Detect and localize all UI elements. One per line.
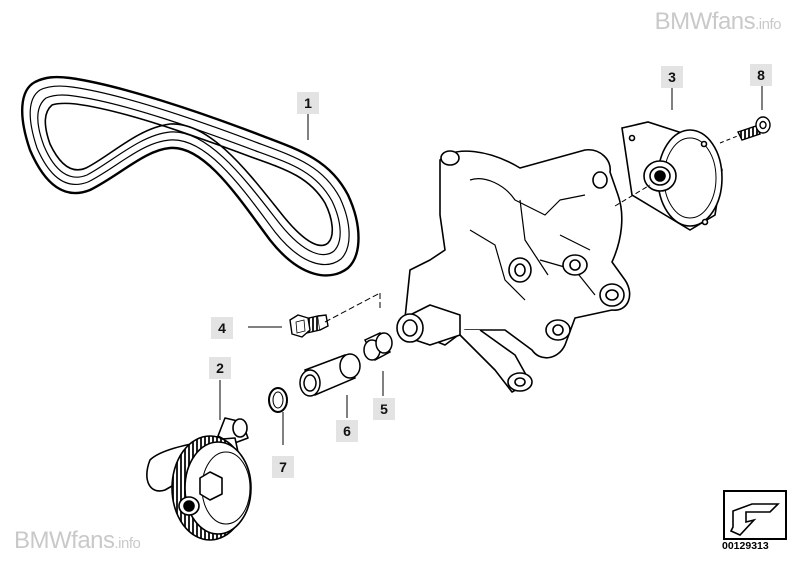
diagram-number: 00129313 — [722, 540, 769, 552]
watermark-top: BMWfans.info — [654, 8, 782, 35]
drive-belt — [21, 75, 360, 277]
idler-pulley — [621, 121, 723, 231]
bolt-8 — [737, 116, 771, 141]
callout-4: 4 — [211, 317, 233, 339]
callout-7: 7 — [272, 456, 294, 478]
arrow-icon — [729, 503, 780, 536]
callout-3: 3 — [661, 66, 683, 88]
bushing-5 — [363, 332, 393, 362]
tensioner — [146, 417, 252, 541]
bracket — [396, 149, 631, 393]
sleeve-6 — [299, 353, 361, 397]
bolt-4 — [289, 314, 329, 338]
callout-6: 6 — [336, 420, 358, 442]
callout-8: 8 — [750, 64, 772, 86]
watermark-bottom: BMWfans.info — [14, 527, 141, 554]
leader-lines — [219, 86, 763, 445]
callout-2: 2 — [209, 357, 231, 379]
reference-arrow-box — [723, 490, 787, 540]
callout-5: 5 — [373, 398, 395, 420]
callout-1: 1 — [297, 92, 319, 114]
snap-ring-7 — [268, 387, 288, 413]
